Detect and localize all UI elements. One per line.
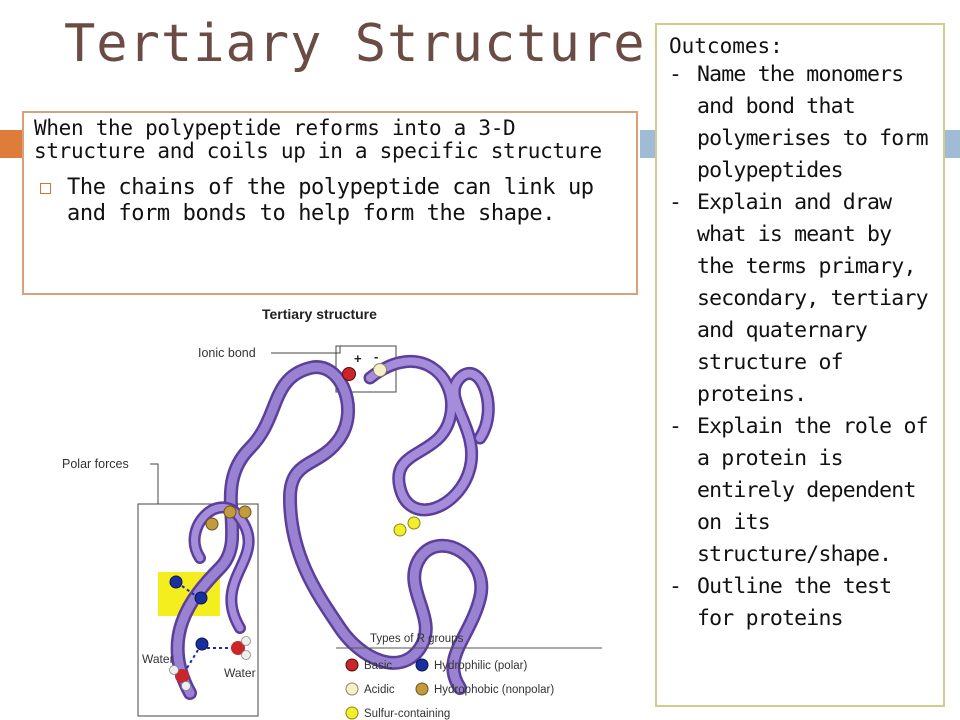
legend-swatch-sulfur: [345, 706, 359, 720]
accent-bar-left: [0, 130, 22, 158]
protein-ribbon: [170, 354, 495, 700]
slide-title: Tertiary Structure: [64, 14, 646, 74]
minus-sign: -: [374, 349, 378, 364]
legend-swatch-hydrophobic: [415, 682, 429, 696]
acidic-r-group: [373, 363, 387, 377]
outcomes-box: Outcomes: - Name the monomers and bond t…: [655, 23, 945, 707]
square-bullet-icon: [40, 183, 51, 194]
water-molecule: [169, 665, 191, 691]
tertiary-structure-diagram: Tertiary structure Ionic bond + - Polar …: [62, 306, 602, 720]
outcome-text: Explain and draw what is meant by the te…: [697, 190, 929, 407]
water-label: Water: [142, 652, 174, 666]
hydrophilic-r-group: [195, 637, 209, 651]
polar-attraction-line: [181, 585, 197, 597]
water-label: Water: [224, 666, 256, 680]
legend-swatch-basic: [345, 658, 359, 672]
hydrophobic-r-group: [205, 517, 219, 531]
bullet-text: The chains of the polypeptide can link u…: [67, 175, 594, 226]
content-box: When the polypeptide reforms into a 3-D …: [22, 111, 638, 295]
ionic-bond-label: Ionic bond: [198, 346, 256, 360]
sulfur-r-group: [393, 523, 407, 537]
outcome-item: - Explain the role of a protein is entir…: [669, 411, 935, 571]
outcome-item: - Explain and draw what is meant by the …: [669, 187, 935, 411]
dash-marker: -: [669, 414, 682, 439]
outcome-text: Outline the test for proteins: [697, 574, 892, 631]
sulfur-r-group: [407, 516, 421, 530]
dash-marker: -: [669, 574, 682, 599]
outcome-item: - Name the monomers and bond that polyme…: [669, 59, 935, 187]
outcome-item: - Outline the test for proteins: [669, 571, 935, 635]
outcome-text: Name the monomers and bond that polymeri…: [697, 62, 929, 183]
hydrophilic-r-group: [194, 591, 208, 605]
intro-text: When the polypeptide reforms into a 3-D …: [34, 116, 602, 163]
dash-marker: -: [669, 62, 682, 87]
legend-label-hydrophobic: Hydrophobic (nonpolar): [434, 684, 554, 696]
legend-label-hydrophilic: Hydrophilic (polar): [434, 660, 527, 672]
hydrophobic-r-group: [223, 505, 237, 519]
hydrophilic-r-group: [169, 575, 183, 589]
hydrophobic-r-group: [238, 505, 252, 519]
outcomes-heading: Outcomes:: [669, 34, 783, 58]
legend-swatch-acidic: [345, 682, 359, 696]
plus-sign: +: [354, 351, 362, 366]
ionic-bond-leader: [271, 346, 341, 354]
legend-label-sulfur: Sulfur-containing: [364, 708, 450, 720]
dash-marker: -: [669, 190, 682, 215]
water-bond-line: [186, 649, 199, 669]
legend-swatch-hydrophilic: [415, 658, 429, 672]
legend-label-basic: Basic: [364, 660, 392, 672]
water-molecule: [231, 636, 251, 660]
legend-title: Types of R groups: [370, 633, 464, 645]
polar-forces-label: Polar forces: [62, 457, 129, 471]
figure-title: Tertiary structure: [262, 306, 377, 322]
bullet-item: The chains of the polypeptide can link u…: [34, 175, 626, 227]
basic-r-group: [342, 367, 356, 381]
polar-forces-leader: [150, 463, 159, 504]
outcome-text: Explain the role of a protein is entirel…: [697, 414, 929, 567]
polar-forces-box: [137, 503, 259, 717]
legend-label-acidic: Acidic: [364, 684, 395, 696]
